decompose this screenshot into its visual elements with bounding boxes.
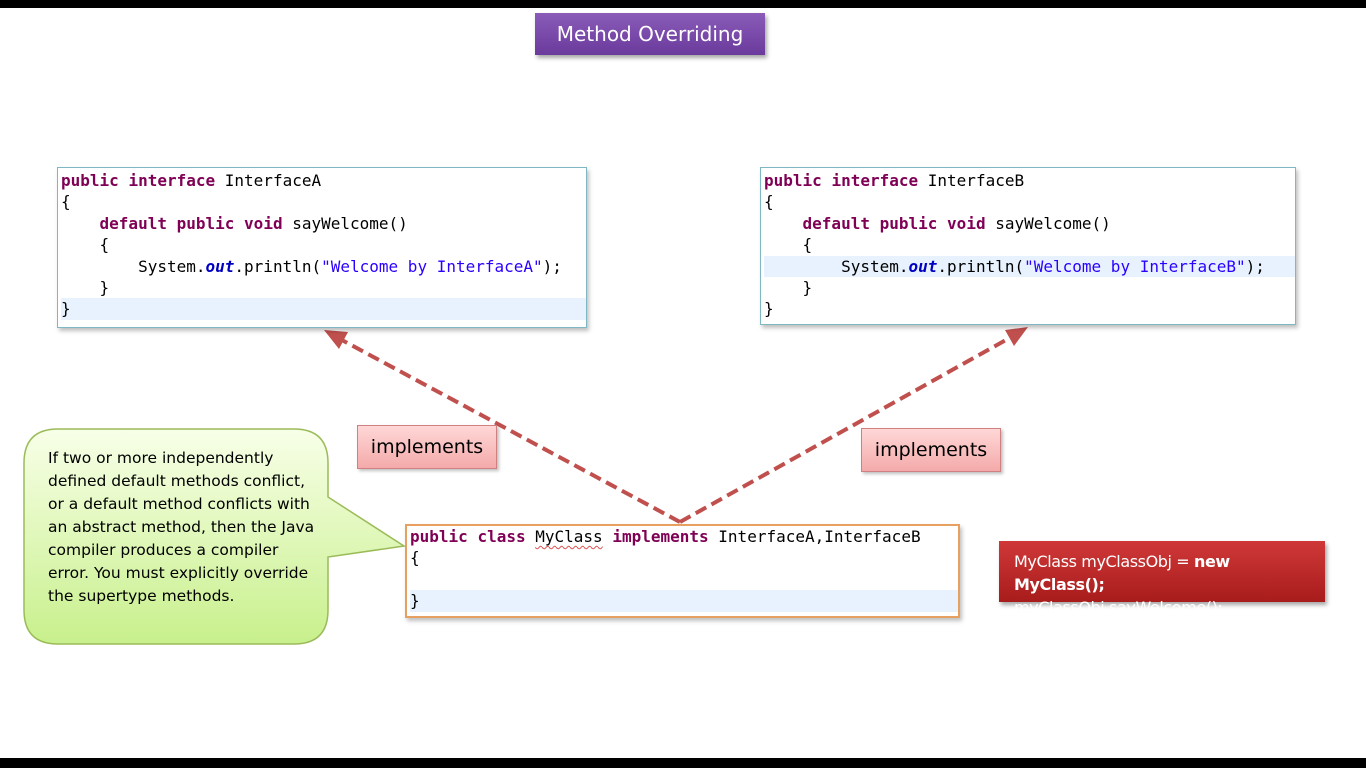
code-token [167, 214, 177, 233]
code-token: } [61, 277, 110, 297]
code-token: InterfaceA [215, 171, 322, 190]
code-token: MyClass [535, 527, 603, 546]
code-line: } [410, 590, 958, 612]
code-line: { [61, 234, 586, 255]
code-line: public interface InterfaceB [764, 170, 1295, 191]
code-token: void [947, 213, 986, 233]
code-token: { [764, 192, 774, 212]
code-token [468, 527, 478, 546]
code-token [603, 527, 613, 546]
code-line: } [764, 298, 1295, 319]
top-bar [0, 0, 1366, 8]
interface-a-code: public interface InterfaceA{ default pub… [57, 167, 587, 328]
code-token: sayWelcome() [282, 213, 408, 233]
code-line: public class MyClass implements Interfac… [410, 526, 958, 547]
code-token: out [205, 256, 235, 276]
implements-label-right: implements [861, 428, 1001, 472]
code-token: } [410, 591, 420, 611]
code-line [410, 569, 958, 590]
code-token: out [908, 256, 938, 276]
code-token: class [477, 527, 526, 546]
code-token [234, 214, 244, 233]
callout-text: If two or more independently defined def… [48, 449, 315, 605]
code-token [526, 527, 536, 546]
usage-line-1-plain: MyClass myClassObj = [1014, 552, 1194, 571]
code-token: { [61, 235, 110, 255]
usage-box: MyClass myClassObj = new MyClass(); myCl… [999, 541, 1325, 617]
code-line: } [61, 277, 586, 298]
code-line: { [764, 234, 1295, 255]
code-token: public [176, 213, 235, 233]
code-line: { [410, 547, 958, 568]
usage-line-2: myClassObj.sayWelcome(); [1014, 598, 1223, 617]
code-token: interface [831, 171, 919, 190]
code-token: public [410, 527, 468, 546]
code-token: "Welcome by InterfaceB" [1024, 256, 1246, 276]
code-token [764, 214, 803, 233]
code-token: public [764, 171, 822, 190]
interface-b-code: public interface InterfaceB{ default pub… [760, 167, 1296, 325]
bottom-bar [0, 758, 1366, 768]
code-token: } [764, 299, 774, 319]
code-token [61, 214, 100, 233]
code-token [119, 171, 129, 190]
code-line: default public void sayWelcome() [61, 213, 586, 234]
code-line: public interface InterfaceA [61, 170, 586, 191]
code-line: { [61, 191, 586, 212]
code-token: void [244, 213, 283, 233]
code-token: "Welcome by InterfaceA" [321, 256, 543, 276]
usage-line-1-bold: new MyClass(); [1014, 552, 1230, 594]
code-token: InterfaceA,InterfaceB [708, 527, 921, 546]
code-token: System. [61, 256, 206, 276]
arrow-to-interface-a [324, 330, 681, 524]
code-token: } [61, 299, 71, 319]
code-line: System.out.println("Welcome by Interface… [61, 256, 586, 277]
code-token: sayWelcome() [985, 213, 1111, 233]
arrow-to-interface-b [679, 327, 1028, 524]
implements-label-left: implements [357, 425, 497, 469]
code-token [870, 214, 880, 233]
code-line: } [61, 298, 586, 320]
code-token: ); [542, 256, 562, 276]
code-token: interface [128, 171, 216, 190]
code-line: default public void sayWelcome() [764, 213, 1295, 234]
code-token: { [410, 548, 420, 568]
code-token: } [764, 277, 813, 297]
code-token [822, 171, 832, 190]
code-token: public [879, 213, 938, 233]
code-line: } [764, 277, 1295, 298]
code-token: ); [1245, 256, 1265, 276]
page-title: Method Overriding [535, 13, 765, 55]
code-line: { [764, 191, 1295, 212]
code-token: { [764, 235, 813, 255]
code-token: .println( [234, 256, 322, 276]
code-line: System.out.println("Welcome by Interface… [764, 255, 1295, 277]
code-token: { [61, 192, 71, 212]
code-token: default [99, 213, 167, 233]
code-token: public [61, 171, 119, 190]
myclass-code: public class MyClass implements Interfac… [405, 524, 960, 618]
code-token: InterfaceB [918, 171, 1025, 190]
code-token: implements [612, 527, 709, 546]
usage-line-1: MyClass myClassObj = new MyClass(); [1014, 550, 1325, 596]
callout-bubble [23, 428, 407, 645]
code-token [937, 214, 947, 233]
code-token: System. [764, 256, 909, 276]
code-token: .println( [937, 256, 1025, 276]
code-token: default [802, 213, 870, 233]
